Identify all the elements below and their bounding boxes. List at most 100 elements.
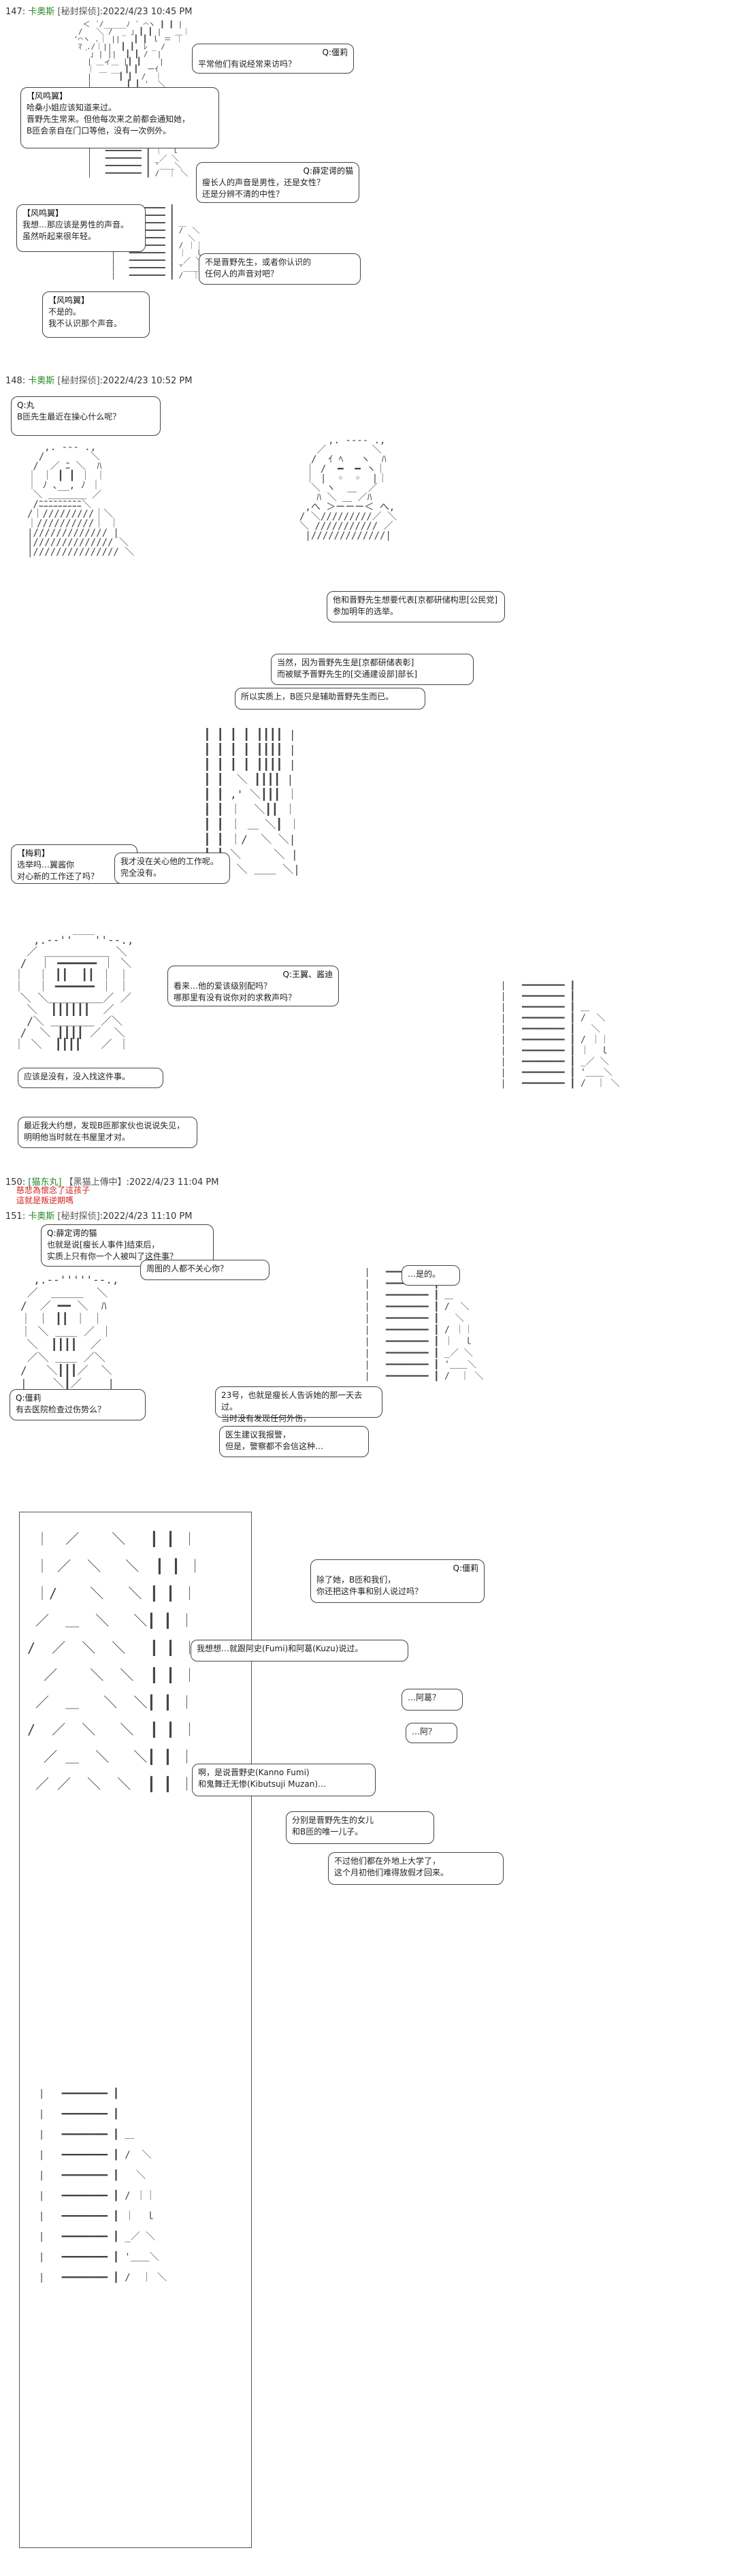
ascii-art-figure: ＜ ´/_____ﾉ ´ ⌒ヽ ┃ ┃ | / ＼ / _ ｣ ┃ ┃ | ＿｜… [74, 20, 191, 89]
speech-bubble: 当然，因为晋野先生是[京都研储表彰] 而被赋予晋野先生的[交通建设部]部长] [271, 654, 474, 685]
speech-bubble: 【风鸣翼】 哈桑小姐应该知道来过。 晋野先生常来。但他每次来之前都会通知她， B… [20, 87, 219, 148]
speech-bubble: Q:僵莉 有去医院检查过伤势么？ [10, 1389, 146, 1420]
bubble-header: 【风鸣翼】 [27, 91, 68, 101]
bubble-text: 和鬼舞迁无惨(Kibutsuji Muzan)… [198, 1779, 327, 1789]
bubble-text: 最近我大约想，发现B匝那家伙也说说失见， [24, 1121, 185, 1130]
speech-bubble: …阿？ [406, 1723, 457, 1743]
bubble-text: 不是晋野先生，或者你认识的 [205, 257, 312, 267]
poster-name: 卡奥斯 [28, 376, 55, 386]
bubble-text: 明明他当时就在书屋里才对。 [24, 1132, 131, 1142]
post-number: 148: [5, 376, 26, 386]
bubble-text: 你还把这件事和别人说过吗？ [316, 1587, 423, 1596]
bubble-text: 我才没在关心他的工作呢。 [120, 857, 219, 866]
bubble-text: 除了她，B匝和我们， [316, 1575, 396, 1585]
bubble-header: Q:僵莉 [16, 1393, 42, 1403]
speech-bubble: 不过他们都在外地上大学了， 这个月初他们难得放假才回来。 [328, 1852, 504, 1885]
post-header-148: 148: 卡奥斯 [秘封探侦]:2022/4/23 10:52 PM [5, 373, 192, 386]
speech-bubble: Q:僵莉 平常他们有说经常来访吗？ [192, 44, 354, 74]
bubble-text: 瘦长人的声音是男性，还是女性？ [202, 178, 325, 187]
reply-line: 這就是叛逆期嗎 [16, 1196, 74, 1205]
speech-bubble: 所以实质上，B匝只是辅助晋野先生而已。 [235, 688, 425, 710]
bubble-text: B匝会亲自在门口等他，没有一次例外。 [27, 126, 172, 136]
speech-bubble: 23号，也就是瘦长人告诉她的那一天去过。 当时没有发现任何外伤， [215, 1386, 382, 1423]
poster-trip: [秘封探侦] [57, 1211, 100, 1222]
speech-bubble: 【风鸣翼】 我想…那应该是男性的声音。 虽然听起来很年轻。 [16, 204, 146, 252]
speech-bubble: Q:王翼、酱迪 看来…他的爱该级别配吗？ 哪那里有没有说你对的求救声吗？ [167, 966, 339, 1006]
bubble-text: 任何人的声音对吧？ [205, 269, 279, 279]
speech-bubble: 医生建议我报警， 但是，警察都不会信这种… [219, 1426, 369, 1457]
bubble-text: 23号，也就是瘦长人告诉她的那一天去过。 [221, 1390, 363, 1412]
speech-bubble: Q:薛定谔的猫 瘦长人的声音是男性，还是女性？ 还是分辨不清的中性？ [196, 162, 359, 203]
speech-bubble: 我想想…就跟阿史(Fumi)和阿葛(Kuzu)说过。 [191, 1640, 408, 1661]
bubble-text: 但是，警察都不会信这种… [225, 1442, 324, 1451]
post-number: 147: [5, 7, 26, 17]
bubble-text: 对心新的工作还了吗？ [17, 872, 99, 881]
post-header-147: 147: 卡奥斯 [秘封探侦]:2022/4/23 10:45 PM [5, 4, 192, 17]
bubble-header: 【梅莉】 [17, 848, 50, 858]
bubble-header: 【风鸣翼】 [48, 296, 90, 305]
bubble-header: Q:薛定谔的猫 [47, 1228, 97, 1238]
post-number: 151: [5, 1211, 26, 1222]
ascii-art-figure: ┃ ┃ ┃ ┃ ┃┃┃┃ | ┃ ┃ ┃ ┃ ┃┃┃┃ | ┃ ┃ ┃ ┃ ┃┃… [203, 728, 300, 876]
bubble-header: Q:僵莉 [453, 1563, 479, 1573]
ascii-art-figure: ｜ ／ ＼ ┃ ┃ ｜ ｜ ／ ＼ ＼ ┃ ┃ ｜ ｜/ ＼ ＼ ┃ ┃ ｜ ／… [27, 1531, 202, 1792]
bubble-text: 也就是说[瘦长人事件]结束后， [47, 1240, 160, 1250]
bubble-header: Q:王翼、酱迪 [282, 970, 333, 979]
bubble-text: 我想想…就跟阿史(Fumi)和阿葛(Kuzu)说过。 [197, 1644, 363, 1653]
bubble-text: …阿？ [412, 1727, 437, 1736]
panel-frame [19, 1512, 252, 2548]
bubble-header: Q:丸 [17, 400, 35, 410]
ascii-art-character: ,.-‐''￣￣''‐-., ／ ＿＿＿＿＿＿ ＼ / ｜ ━━━━━━ ｜ ＼… [14, 934, 134, 1051]
speech-bubble: Q:薛定谔的猫 也就是说[瘦长人事件]结束后， 实质上只有你一个人被叫了这件事？ [41, 1224, 214, 1267]
bubble-text: 分别是晋野先生的女儿 [292, 1815, 374, 1825]
bubble-text: …是的。 [408, 1269, 441, 1279]
bubble-text: B匝先生最近在操心什么呢？ [17, 412, 121, 422]
bubble-text: 他和晋野先生想要代表[京都研储构思[公民党] [333, 595, 498, 605]
bubble-header: Q:僵莉 [322, 48, 348, 57]
bubble-text: 不过他们都在外地上大学了， [334, 1856, 441, 1866]
ascii-art-figure: | ━━━━━━━━ ┃ | ━━━━━━━━ ┃ | ━━━━━━━━ ┃ ＿… [500, 981, 620, 1089]
bubble-header: Q:薛定谔的猫 [303, 166, 354, 176]
bubble-text: 所以实质上，B匝只是辅助晋野先生而已。 [241, 692, 394, 701]
bubble-text: 我不认识那个声音。 [48, 319, 122, 328]
ascii-art-character: ,.-‐'''''‐-., ／ ＿＿＿ ＼ / ／ ━━ ＼ ﾊ ｜ ｜ ┃┃ … [20, 1273, 119, 1403]
speech-bubble: 最近我大约想，发现B匝那家伙也说说失见， 明明他当时就在书屋里才对。 [18, 1117, 197, 1148]
bubble-text: 啊，是说晋野史(Kanno Fumi) [198, 1768, 310, 1777]
post-header-151: 151: 卡奥斯 [秘封探侦]:2022/4/23 11:10 PM [5, 1209, 192, 1222]
ascii-art-figure: | ━━━━━━━━ ┃ | ━━━━━━━━ ┃ | ━━━━━━━━ ┃ ＿… [38, 2088, 167, 2283]
ascii-art-character: ,. ---- ., ／ ＼ / ｲ ﾍ ヽ ﾊ ｜ / ━ ━ ヽ｜ ｜ | … [299, 436, 397, 541]
post-date: :2022/4/23 10:45 PM [99, 7, 193, 17]
speech-bubble: 周图的人都不关心你？ [140, 1260, 270, 1280]
bubble-text: 完全没有。 [120, 868, 162, 878]
bubble-text: 选举吗…翼酱你 [17, 860, 75, 870]
poster-name: 卡奥斯 [28, 1211, 55, 1222]
bubble-text: 这个月初他们难得放假才回来。 [334, 1868, 449, 1877]
bubble-text: 而被赋予晋野先生的[交通建设部]部长] [277, 669, 418, 679]
post-header-150: 150: [猫东丸] 【黑猫上傳中】:2022/4/23 11:04 PM [5, 1175, 218, 1188]
speech-bubble: 我才没在关心他的工作呢。 完全没有。 [114, 853, 230, 884]
poster-name: [猫东丸] [28, 1177, 62, 1188]
ascii-art-character: ,. --- ., / ＼ / ／ ﾆ ＼ ﾊ ｜ ｜ ┃ ┃ ｜ ｜ ｜ ﾉ … [27, 443, 135, 558]
bubble-text: 当时没有发现任何外伤， [221, 1414, 312, 1423]
poster-name: 卡奥斯 [28, 7, 55, 17]
bubble-text: …阿葛？ [408, 1693, 441, 1702]
reply-line: 慈悲為懷念了這孩子 [16, 1186, 91, 1195]
bubble-text: 实质上只有你一个人被叫了这件事？ [47, 1252, 178, 1261]
bubble-text: 周图的人都不关心你？ [146, 1264, 229, 1273]
bubble-text: 医生建议我报警， [225, 1430, 291, 1440]
bubble-text: 我想…那应该是男性的声音。 [22, 220, 129, 229]
speech-bubble: …是的。 [402, 1265, 460, 1286]
bubble-header: 【风鸣翼】 [22, 208, 64, 218]
bubble-text: 哪那里有没有说你对的求救声吗？ [174, 993, 297, 1002]
reply-text: 慈悲為懷念了這孩子 這就是叛逆期嗎 [16, 1186, 90, 1206]
bubble-text: 应该是没有，没入找这件事。 [24, 1072, 131, 1081]
bubble-text: 不是的。 [48, 307, 82, 317]
post-date: :2022/4/23 11:10 PM [99, 1211, 193, 1222]
bubble-text: 晋野先生常来。但他每次来之前都会通知她， [27, 114, 191, 124]
poster-trip: [秘封探侦] [57, 376, 100, 386]
bubble-text: 还是分辨不清的中性？ [202, 189, 284, 199]
poster-trip: 【黑猫上傳中】 [64, 1177, 127, 1188]
speech-bubble: Q:丸 B匝先生最近在操心什么呢？ [11, 396, 161, 436]
post-number: 150: [5, 1177, 26, 1188]
speech-bubble: 分别是晋野先生的女儿 和B匝的唯一儿子。 [286, 1811, 434, 1844]
